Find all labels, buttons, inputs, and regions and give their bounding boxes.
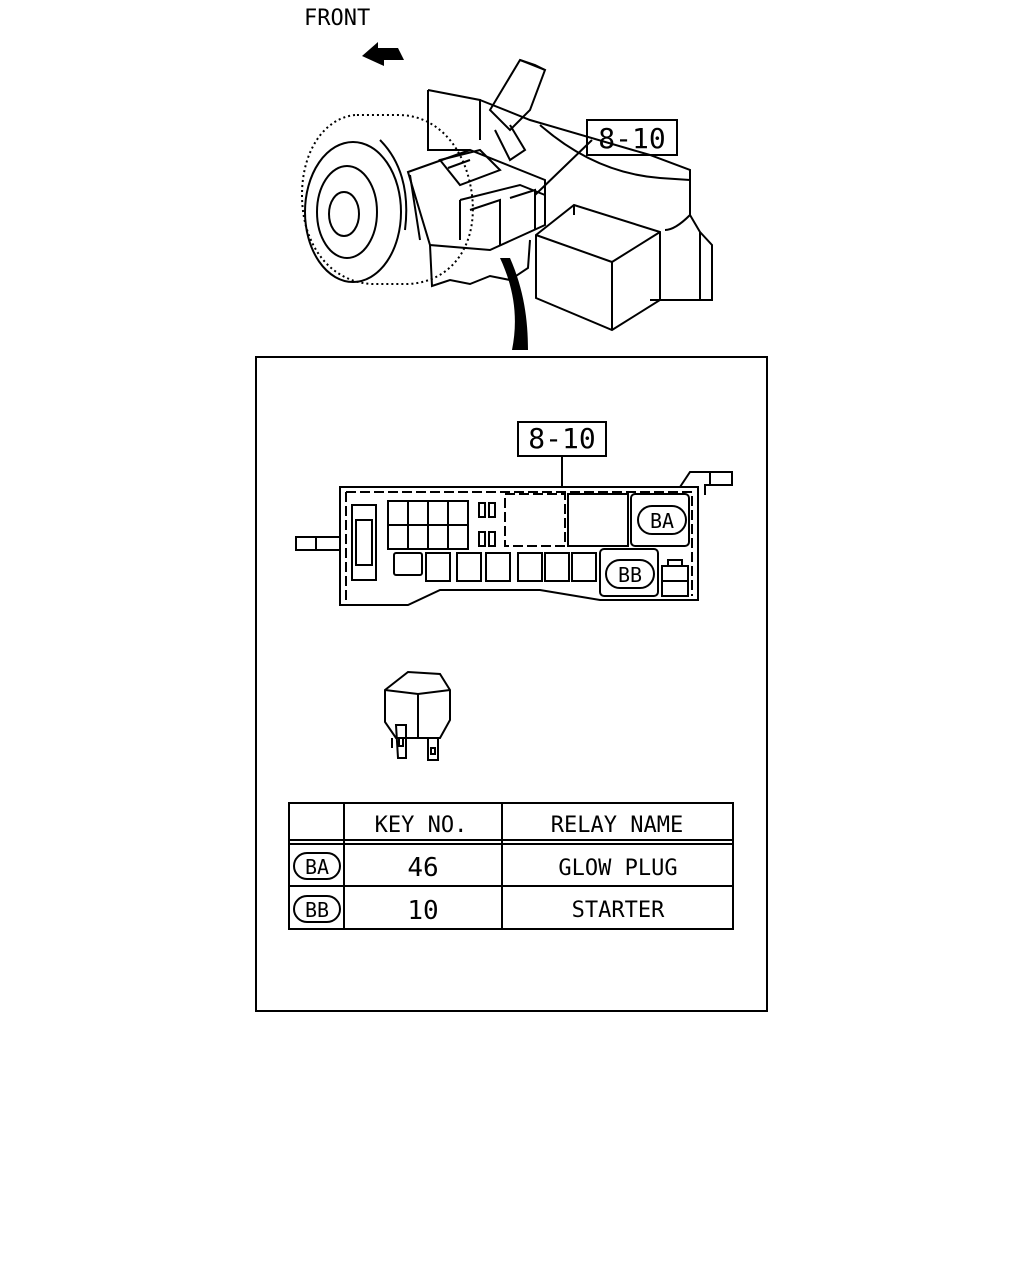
mini-fuse — [488, 531, 496, 547]
mini-fuse — [478, 502, 486, 518]
relay-box-top-view — [295, 471, 733, 606]
lower-fuse — [485, 552, 511, 582]
relay-box-illustration — [406, 58, 547, 288]
detail-callout: 8-10 — [517, 421, 607, 487]
row-key-oval — [293, 895, 341, 923]
callout-label-detail: 8-10 — [528, 422, 595, 455]
detail-frame — [255, 356, 768, 1012]
relay-box-outline — [339, 486, 699, 606]
mounting-tab-left — [295, 536, 340, 551]
callout-leader-top — [534, 139, 593, 196]
relay-key-labels: BA BB — [605, 505, 687, 589]
row-key-no: 46 — [407, 853, 438, 883]
table-row: BA 46 GLOW PLUG — [293, 852, 678, 883]
row-relay-name: GLOW PLUG — [558, 856, 677, 881]
table-row: BB 10 STARTER — [293, 895, 665, 926]
relay-table: KEY NO. RELAY NAME BA 46 GLOW PLUG BB 10… — [288, 802, 734, 930]
mini-fuse — [488, 502, 496, 518]
table-header-key-no: KEY NO. — [375, 813, 468, 838]
frame-rail — [427, 89, 713, 301]
lower-fuse — [544, 552, 570, 582]
mounting-tab-right — [679, 471, 733, 495]
relay-ba-slot — [630, 493, 690, 547]
lower-fuse — [425, 552, 451, 582]
row-relay-name: STARTER — [572, 898, 665, 923]
callout-box-top — [586, 119, 678, 156]
row-key-oval — [293, 852, 341, 880]
row-id: BA — [305, 855, 329, 879]
row-key-no: 10 — [407, 896, 438, 926]
vehicle-perspective-view: FRONT — [300, 6, 713, 350]
relay-illustration — [384, 670, 451, 761]
front-label: FRONT — [304, 6, 370, 31]
relay-key-ba-oval — [637, 505, 687, 535]
mini-fuse — [478, 531, 486, 547]
battery-illustration — [535, 203, 661, 332]
lower-fuse — [393, 552, 423, 576]
tire-illustration — [300, 114, 474, 285]
relay-terminal — [394, 724, 407, 759]
relay-key-bb-oval — [605, 559, 655, 589]
relay-cavity — [567, 493, 629, 547]
lower-fuse — [456, 552, 482, 582]
relay-key-bb-label: BB — [618, 563, 642, 587]
row-id: BB — [305, 898, 329, 922]
detail-pointer — [500, 258, 528, 350]
lower-fuse — [571, 552, 597, 582]
table-header-relay-name: RELAY NAME — [551, 813, 683, 838]
callout-label-top: 8-10 — [598, 122, 665, 155]
relay-cavity — [504, 493, 566, 547]
lower-fuse — [517, 552, 543, 582]
relay-bb-slot — [599, 548, 659, 597]
fuse-slot-large — [351, 504, 377, 581]
front-arrow-icon — [362, 42, 404, 66]
relay-terminal — [427, 737, 439, 761]
relay-key-ba-label: BA — [650, 509, 674, 533]
